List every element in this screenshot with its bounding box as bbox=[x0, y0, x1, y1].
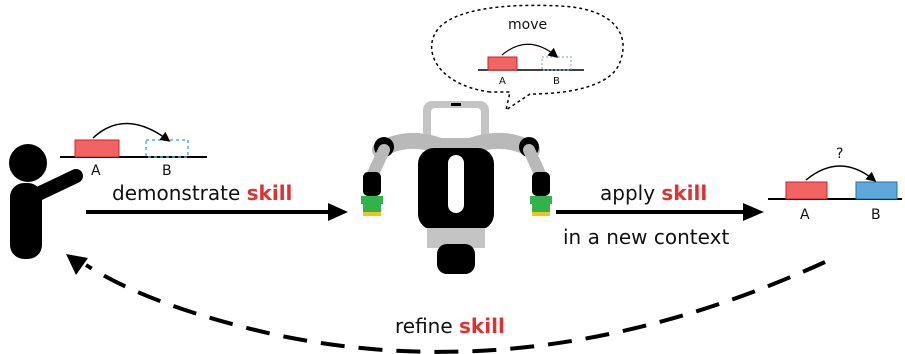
demonstrate-arrow: demonstrate skill bbox=[86, 181, 348, 221]
label-b: B bbox=[162, 163, 172, 179]
label-a: A bbox=[91, 163, 101, 179]
demonstrate-label: demonstrate skill bbox=[112, 181, 292, 205]
thought-arc bbox=[501, 43, 559, 58]
new-label-b: B bbox=[871, 207, 881, 223]
robot bbox=[361, 101, 552, 274]
block-a bbox=[74, 139, 120, 158]
thought-action: move bbox=[508, 17, 547, 33]
new-block-b bbox=[855, 181, 898, 200]
new-move-arc bbox=[805, 165, 877, 182]
block-b-target bbox=[145, 139, 189, 158]
human-demonstrator bbox=[9, 144, 83, 259]
thought-label-a: A bbox=[499, 76, 506, 87]
new-block-a bbox=[785, 181, 828, 200]
apply-context-label: in a new context bbox=[563, 225, 729, 249]
new-label-a: A bbox=[800, 207, 810, 223]
thought-block-a bbox=[487, 56, 518, 71]
new-context-scene: ? A B bbox=[768, 146, 902, 223]
thought-label-b: B bbox=[553, 76, 560, 87]
refine-loop: refine skill bbox=[66, 254, 826, 354]
question-mark: ? bbox=[836, 146, 843, 162]
apply-arrow: apply skill in a new context bbox=[556, 181, 764, 249]
refine-label: refine skill bbox=[395, 314, 505, 338]
thought-bubble: move A B bbox=[430, 4, 624, 112]
demonstration-scene: A B bbox=[60, 122, 207, 179]
thought-block-b bbox=[541, 56, 572, 71]
apply-label: apply skill bbox=[600, 181, 707, 205]
move-arc bbox=[92, 122, 171, 142]
